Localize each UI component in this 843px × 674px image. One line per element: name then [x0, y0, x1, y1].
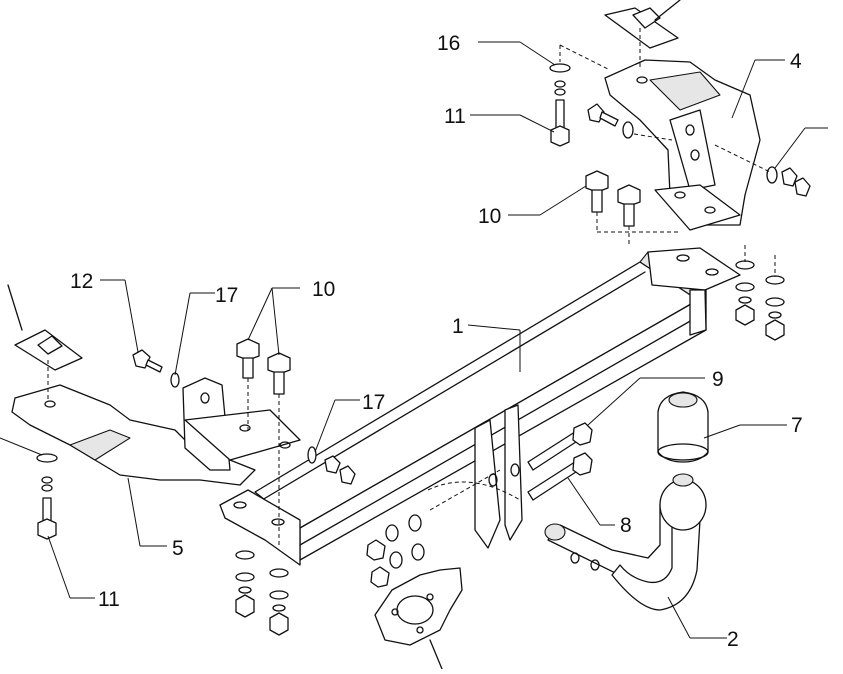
bolt-8 [527, 452, 593, 501]
ball-cap [657, 391, 709, 463]
bolt-4-side [587, 103, 673, 141]
callout-labels: 1 2 4 5 7 8 9 10 10 11 11 12 16 17 17 [70, 32, 803, 651]
washer-nut-17 [307, 446, 356, 485]
left-reinforcement-plate [7, 284, 83, 400]
callout-16: 16 [437, 32, 460, 55]
nuts-washers-ball-mount [366, 514, 425, 588]
beam-right-plate [647, 247, 741, 336]
callout-17-left: 17 [215, 284, 238, 307]
callout-12: 12 [70, 270, 93, 293]
washer-stack-right-b [765, 255, 785, 341]
bolt-12 [132, 349, 180, 388]
socket-mounting-plate [374, 567, 463, 670]
tow-ball-neck [544, 504, 701, 611]
tow-ball [659, 473, 707, 531]
top-reinforcement-plate [604, 0, 681, 70]
callout-10-left: 10 [312, 278, 335, 301]
bolt-11-top [549, 44, 611, 147]
callout-11-top: 11 [444, 105, 466, 128]
ball-mount-bracket [427, 404, 523, 549]
washer-stack-left-a [235, 550, 255, 618]
callout-7: 7 [791, 414, 803, 437]
left-side-bracket [11, 377, 301, 486]
washer-stack-left-b [269, 568, 289, 636]
callout-11-left: 11 [98, 588, 120, 611]
nut-washer-4-side [714, 144, 811, 197]
callout-2: 2 [727, 628, 739, 651]
bolt-10-right-b [617, 184, 641, 245]
bolt-10-right-a [585, 170, 680, 233]
right-side-bracket [604, 59, 761, 231]
callout-17-mid: 17 [362, 391, 385, 414]
callout-9: 9 [712, 368, 724, 391]
callout-5: 5 [172, 537, 184, 560]
leader-lines [0, 41, 828, 639]
washer-stack-right-a [735, 245, 755, 326]
callout-8: 8 [620, 514, 632, 537]
bolt-11-left [36, 453, 58, 540]
callout-10-right: 10 [478, 205, 501, 228]
callout-4: 4 [790, 50, 802, 73]
bolt-9 [527, 422, 593, 471]
callout-1: 1 [452, 315, 464, 338]
beam-left-plate [219, 489, 301, 566]
